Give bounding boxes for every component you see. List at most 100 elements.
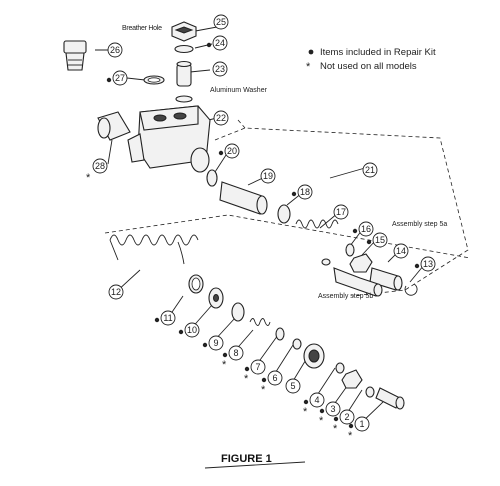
callout-number: 23: [215, 64, 225, 74]
repair-kit-dot: [414, 263, 420, 269]
repair-kit-dot: [261, 377, 267, 383]
annotation-breather-hole: Breather Hole: [122, 25, 162, 32]
repair-kit-dot: [218, 150, 224, 156]
callout-16: 16: [352, 221, 374, 237]
callout-number: 3: [330, 404, 335, 414]
callout-number: 12: [111, 287, 121, 297]
title-underline: [204, 461, 306, 469]
callout-17: 17: [333, 204, 349, 220]
breather-hole-label: Breather Hole: [122, 25, 162, 32]
callout-28: 28*: [86, 158, 108, 184]
repair-kit-dot: [206, 42, 212, 48]
callout-number: 21: [365, 165, 375, 175]
not-all-models-star: *: [244, 373, 249, 385]
callout-number: 22: [216, 113, 226, 123]
callout-number: 17: [336, 207, 346, 217]
not-all-models-star: *: [303, 406, 308, 418]
part-19-piston: [219, 181, 268, 215]
not-all-models-star: *: [222, 359, 227, 371]
callout-7: 7*: [244, 359, 266, 385]
not-all-models-star: *: [319, 415, 324, 427]
callout-circle: [160, 310, 176, 326]
part-6-seal: [292, 338, 302, 350]
callout-number: 24: [215, 38, 225, 48]
not-all-models-star: *: [333, 423, 338, 435]
callout-circle: [250, 359, 266, 375]
part-9-ring: [231, 302, 245, 322]
part-26-cap: [63, 40, 87, 71]
part-22-body: [127, 105, 211, 173]
repair-kit-dot: [366, 239, 372, 245]
aluminum-washer-label: Aluminum Washer: [210, 87, 268, 94]
repair-kit-dot: [303, 399, 309, 405]
repair-kit-dot: [154, 317, 160, 323]
callout-27: 27: [106, 70, 128, 86]
part-15-nut: [349, 253, 373, 273]
callout-19: 19: [260, 168, 276, 184]
callout-circle: [339, 409, 355, 425]
callout-circle: [333, 204, 349, 220]
callout-11: 11: [154, 310, 176, 326]
legend-dot-text: Items included in Repair Kit: [320, 47, 436, 58]
part-5-cap: [303, 343, 325, 369]
callout-15: 15: [366, 232, 388, 248]
part-4-ring: [335, 362, 345, 374]
callout-13: 13: [414, 256, 436, 272]
part-12-spring: [109, 234, 199, 265]
legend-star-text: Not used on all models: [320, 61, 417, 72]
callout-10: 10: [178, 322, 200, 338]
part-11-oring: [188, 274, 204, 294]
callout-9: 9: [202, 335, 224, 351]
callout-circle: [228, 345, 244, 361]
repair-kit-dot: [202, 342, 208, 348]
callout-number: 7: [255, 362, 260, 372]
group-12-outline: [104, 214, 471, 259]
callout-2: 2*: [333, 409, 355, 435]
callout-circle: [112, 70, 128, 86]
repair-kit-dot: [333, 416, 339, 422]
callout-circle: [325, 401, 341, 417]
callout-23: 23: [212, 61, 228, 77]
part-16-washer: [345, 243, 355, 257]
part-8-spring: [249, 318, 271, 326]
callout-circle: [213, 110, 229, 126]
repair-kit-dot: [348, 423, 354, 429]
callout-circle: [372, 232, 388, 248]
callout-circle: [184, 322, 200, 338]
repair-kit-dot: [319, 408, 325, 414]
callout-circle: [260, 168, 276, 184]
repair-kit-dot: [352, 228, 358, 234]
callout-circle: [420, 256, 436, 272]
callout-number: 9: [213, 338, 218, 348]
repair-kit-dot: [106, 77, 112, 83]
callout-24: 24: [206, 35, 228, 51]
callout-number: 8: [233, 348, 238, 358]
callout-circle: [267, 370, 283, 386]
not-all-models-star: *: [261, 384, 266, 396]
repair-kit-dot: [222, 352, 228, 358]
part-1-bolt: [375, 387, 405, 410]
part-23-bushing: [176, 60, 192, 87]
callout-circle: [393, 243, 409, 259]
callout-circle: [108, 284, 124, 300]
callout-5: 5: [285, 378, 301, 394]
part-28-fitting: [97, 111, 131, 141]
callout-number: 26: [110, 45, 120, 55]
callout-circle: [208, 335, 224, 351]
figure-title: FIGURE 1: [221, 453, 272, 465]
callout-circle: [285, 378, 301, 394]
callout-21: 21: [362, 162, 378, 178]
callout-number: 4: [314, 395, 319, 405]
callout-3: 3*: [319, 401, 341, 427]
legend-dot-marker: [308, 49, 314, 55]
callout-number: 6: [272, 373, 277, 383]
part-7-washer: [275, 327, 285, 341]
callout-number: 18: [300, 187, 310, 197]
callout-number: 2: [344, 412, 349, 422]
legend: Items included in Repair Kit * Not used …: [306, 47, 436, 73]
repair-kit-dot: [178, 329, 184, 335]
part-14-valve: [369, 267, 403, 291]
not-all-models-star: *: [86, 172, 91, 184]
